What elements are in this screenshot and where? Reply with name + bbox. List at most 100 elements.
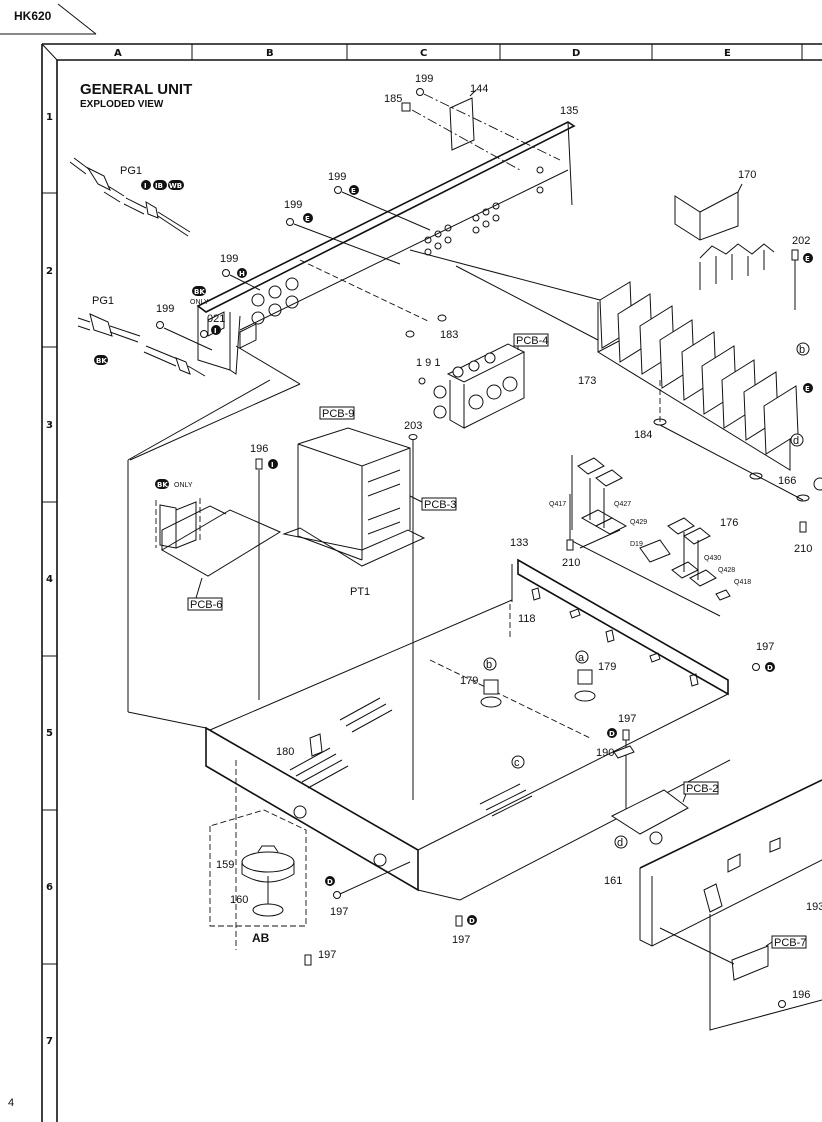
spacer-180 <box>309 733 323 757</box>
badge-wb: WB <box>169 182 182 190</box>
front-panel-161 <box>639 779 822 1031</box>
bk-only-note-pcb6: BK ONLY <box>155 479 193 489</box>
model-header: HK620 <box>0 3 97 35</box>
screw-202: E <box>791 249 813 310</box>
label-190: 190 <box>596 747 614 759</box>
label-q418: Q418 <box>734 579 751 586</box>
nut-185 <box>401 102 521 171</box>
pcb-2-box <box>683 781 719 795</box>
label-196-upper: 196 <box>250 443 268 455</box>
circle-ref-c-upper <box>813 477 822 491</box>
label-199-h: 199 <box>220 253 238 265</box>
label-118: 118 <box>518 613 536 625</box>
pcb-6-assembly <box>127 379 282 712</box>
label-q430: Q430 <box>704 555 721 562</box>
row-2: 2 <box>46 266 53 277</box>
label-q428: Q428 <box>718 567 735 574</box>
label-196-lower: 196 <box>792 989 810 1001</box>
badge-i: I <box>144 182 147 190</box>
screw-203 <box>408 434 418 800</box>
label-199-left: 199 <box>156 303 174 315</box>
label-202: 202 <box>792 235 810 247</box>
svg-text:ONLY: ONLY <box>174 482 193 489</box>
label-160: 160 <box>230 894 248 906</box>
svg-text:BK: BK <box>194 288 205 296</box>
circle-ref-b-upper: b <box>796 342 810 356</box>
screw-196-lower <box>778 1000 786 1008</box>
plate-144 <box>449 89 477 151</box>
label-q427: Q427 <box>614 501 631 508</box>
svg-text:ONLY: ONLY <box>190 299 209 306</box>
label-pg1-bk: PG1 <box>92 295 114 307</box>
svg-text:D: D <box>767 664 773 672</box>
label-184: 184 <box>634 429 652 441</box>
svg-text:D: D <box>469 917 475 925</box>
pcb-4-assembly <box>433 338 526 429</box>
row-4: 4 <box>46 574 53 585</box>
label-191: 1 9 1 <box>416 357 440 369</box>
svg-text:BK: BK <box>157 481 168 489</box>
label-210-left: 210 <box>562 557 580 569</box>
label-pg1-eu: PG1 <box>120 165 142 177</box>
badge-e-right: E <box>803 383 813 393</box>
power-cord-pg1-bk <box>77 313 206 377</box>
label-021: 021 <box>207 313 225 325</box>
label-135: 135 <box>560 105 578 117</box>
row-6: 6 <box>46 882 53 893</box>
leader-lines <box>127 249 621 729</box>
pcb-7-box <box>771 935 807 949</box>
row-1: 1 <box>46 112 53 123</box>
label-ab: AB <box>252 931 270 945</box>
pcb-9-box <box>319 406 355 420</box>
label-pcb-3: PCB-3 <box>424 499 456 511</box>
diagram-subtitle: EXPLODED VIEW <box>80 99 164 110</box>
svg-text:b: b <box>486 659 492 671</box>
label-176: 176 <box>720 517 738 529</box>
label-179-a: 179 <box>598 661 616 673</box>
label-183: 183 <box>440 329 458 341</box>
label-161: 161 <box>604 875 622 887</box>
column-e: E <box>724 48 731 59</box>
label-166: 166 <box>778 475 796 487</box>
label-197-lowleft: 197 <box>318 949 336 961</box>
screw-199-left <box>156 321 213 351</box>
svg-text:H: H <box>239 270 245 278</box>
label-203: 203 <box>404 420 422 432</box>
screw-199-e1: E <box>334 185 431 231</box>
svg-text:D: D <box>327 878 333 886</box>
label-185: 185 <box>384 93 402 105</box>
column-b: B <box>266 48 274 59</box>
washer-183 <box>405 314 447 338</box>
model-label: HK620 <box>14 9 52 23</box>
label-159: 159 <box>216 859 234 871</box>
circle-ref-d-upper: d <box>790 433 804 447</box>
screw-197-right: D <box>752 662 775 672</box>
screw-210-right <box>799 521 807 533</box>
svg-text:d: d <box>617 837 623 849</box>
label-pcb-6: PCB-6 <box>190 599 222 611</box>
label-144: 144 <box>470 83 488 95</box>
svg-text:I: I <box>271 461 274 469</box>
screw-197-mid: D <box>607 728 630 818</box>
chassis-133 <box>205 558 731 950</box>
svg-text:c: c <box>514 757 520 769</box>
svg-text:E: E <box>805 385 810 393</box>
screw-199-e2: E <box>286 213 401 265</box>
svg-text:E: E <box>305 215 310 223</box>
screw-191 <box>418 377 426 385</box>
badge-group-pg1-eu: I IB WB <box>141 180 184 190</box>
circle-ref-c: c <box>511 755 525 769</box>
screw-199-h: H <box>222 268 261 291</box>
column-c: C <box>420 48 427 59</box>
column-d: D <box>572 48 580 59</box>
cover-170 <box>674 183 743 241</box>
screw-199-top <box>416 88 561 161</box>
screw-197-front: D <box>325 861 411 899</box>
grid-frame: A B C D E 1 2 3 4 5 6 7 <box>41 43 822 1122</box>
spacer-190 <box>613 745 635 759</box>
label-d19: D19 <box>630 541 643 548</box>
foot-assembly-ab <box>209 809 307 927</box>
diagram-title: GENERAL UNIT <box>80 81 192 98</box>
screw-197-lowleft <box>304 954 312 966</box>
label-q417: Q417 <box>549 501 566 508</box>
